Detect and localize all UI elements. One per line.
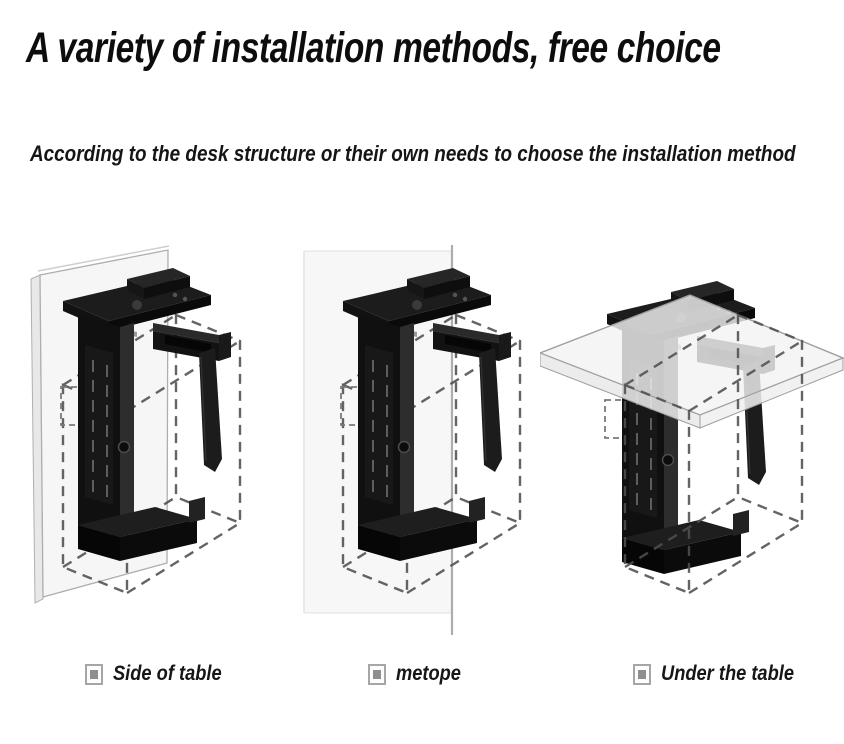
checkbox-fill — [90, 669, 98, 679]
caption-under-the-table: Under the table — [633, 662, 814, 686]
caption-label: Under the table — [661, 662, 794, 685]
checkbox-square-icon — [368, 663, 386, 685]
illustration-side-of-table — [15, 235, 280, 645]
caption-label: metope — [396, 662, 461, 685]
illustration-wall-mount — [290, 235, 540, 645]
page-subtitle: According to the desk structure or their… — [30, 141, 844, 167]
illustration-under-table — [540, 270, 844, 655]
page-subtitle-text: According to the desk structure or their… — [30, 141, 796, 166]
checkbox-fill — [373, 669, 381, 679]
page-title-text: A variety of installation methods, free … — [26, 24, 721, 72]
caption-label: Side of table — [113, 662, 222, 685]
checkbox-square-icon — [633, 663, 651, 685]
checkbox-square-icon — [85, 663, 103, 685]
page-title: A variety of installation methods, free … — [26, 24, 844, 73]
caption-metope: metope — [368, 662, 471, 686]
caption-side-of-table: Side of table — [85, 662, 238, 686]
checkbox-fill — [638, 669, 646, 679]
